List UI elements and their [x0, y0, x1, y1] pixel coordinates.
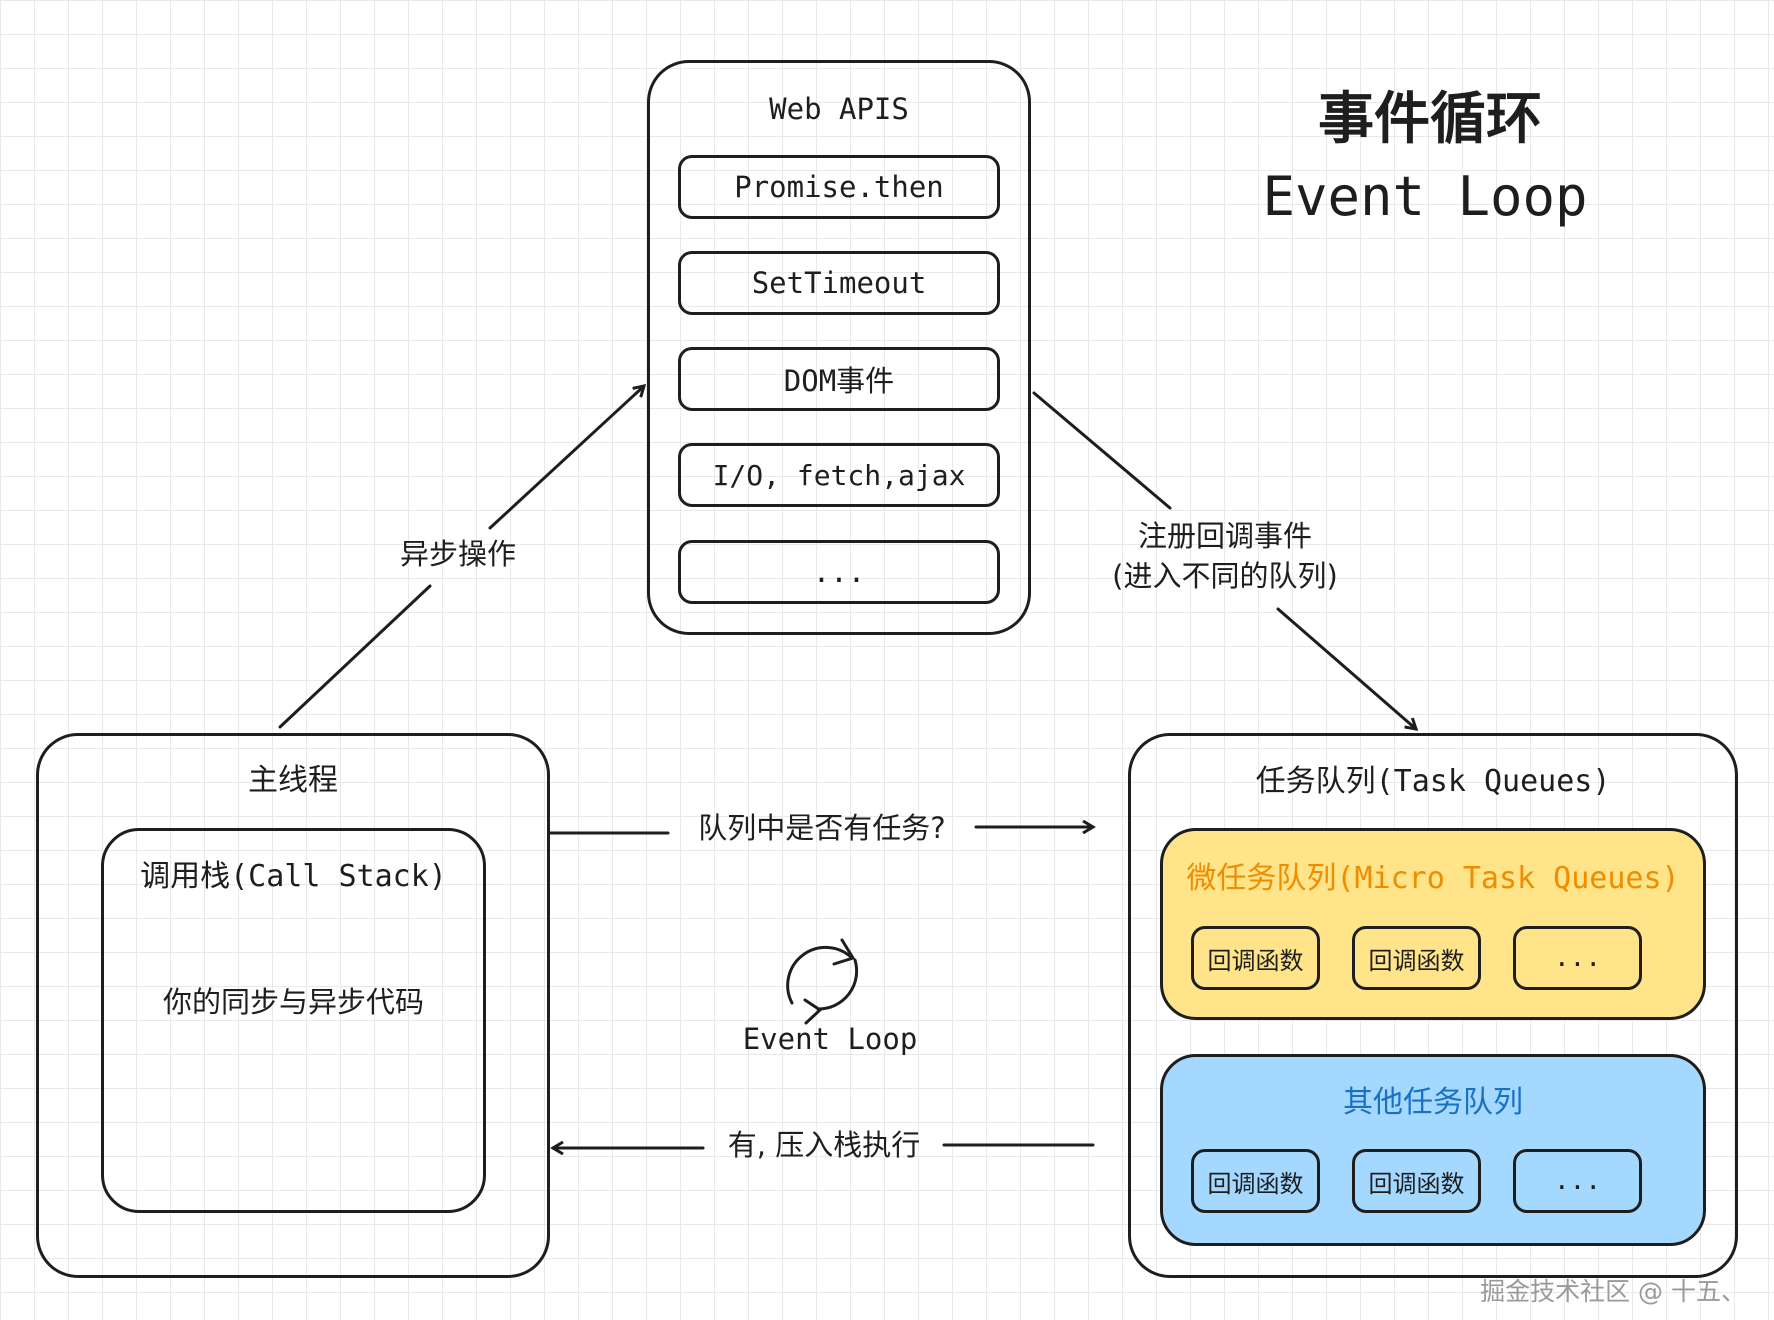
arrow-async-op-upper	[488, 386, 644, 530]
other-task-item: 回调函数	[1352, 1149, 1481, 1213]
web-api-item-label: SetTimeout	[751, 266, 927, 300]
arrow-register-lower	[1276, 607, 1416, 729]
micro-task-item: 回调函数	[1352, 926, 1481, 990]
other-task-item-more: ...	[1513, 1149, 1642, 1213]
main-thread-title: 主线程	[248, 763, 338, 798]
diagram-title-zh: 事件循环	[1318, 87, 1542, 152]
label-register-line2: (进入不同的队列)	[1112, 559, 1338, 593]
loop-icon	[786, 938, 859, 1025]
web-api-item-more: ...	[678, 540, 1000, 604]
micro-task-item-label: 回调函数	[1207, 946, 1304, 975]
web-api-item-label: I/O, fetch,ajax	[712, 458, 966, 492]
micro-task-item: 回调函数	[1191, 926, 1320, 990]
task-queues-box	[1128, 733, 1738, 1278]
web-api-item-promise: Promise.then	[678, 155, 1000, 219]
other-task-item-label: 回调函数	[1368, 1169, 1465, 1198]
arrow-async-op-lower	[278, 584, 432, 729]
other-task-item: 回调函数	[1191, 1149, 1320, 1213]
micro-task-queue-box	[1160, 828, 1706, 1020]
call-stack-title: 调用栈(Call Stack)	[140, 859, 447, 894]
other-task-item-label: ...	[1554, 1166, 1601, 1196]
task-queues-title: 任务队列(Task Queues)	[1255, 764, 1611, 799]
other-task-queue-title: 其他任务队列	[1343, 1085, 1523, 1120]
web-api-item-label: Promise.then	[734, 170, 944, 204]
web-api-item-dom: DOM事件	[678, 347, 1000, 411]
web-api-item-label: ...	[812, 555, 866, 589]
arrow-register-upper	[1032, 391, 1172, 510]
web-apis-title: Web APIS	[769, 92, 909, 126]
web-api-item-io: I/O, fetch,ajax	[678, 443, 1000, 507]
call-stack-box	[101, 828, 486, 1213]
label-push-stack: 有, 压入栈执行	[727, 1128, 921, 1162]
web-api-item-settimeout: SetTimeout	[678, 251, 1000, 315]
web-api-item-label: DOM事件	[783, 364, 895, 398]
label-async-op: 异步操作	[399, 537, 516, 571]
main-thread-box	[36, 733, 550, 1278]
other-task-item-label: 回调函数	[1207, 1169, 1304, 1198]
web-apis-box	[647, 60, 1031, 635]
micro-task-queue-title: 微任务队列(Micro Task Queues)	[1186, 861, 1680, 896]
event-loop-label: Event Loop	[742, 1022, 918, 1056]
watermark: 掘金技术社区 @ 十五、	[1480, 1277, 1746, 1306]
micro-task-item-label: ...	[1554, 943, 1601, 973]
micro-task-item-more: ...	[1513, 926, 1642, 990]
label-queue-check: 队列中是否有任务?	[698, 811, 946, 845]
label-register-line1: 注册回调事件	[1137, 519, 1312, 553]
call-stack-content: 你的同步与异步代码	[162, 985, 424, 1019]
micro-task-item-label: 回调函数	[1368, 946, 1465, 975]
diagram-title-en: Event Loop	[1262, 165, 1588, 228]
